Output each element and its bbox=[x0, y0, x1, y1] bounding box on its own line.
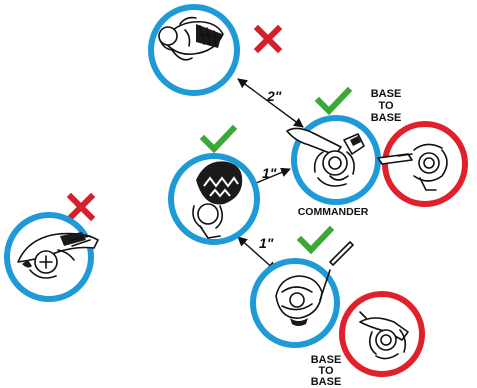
bottom-model bbox=[250, 241, 354, 348]
commander-label: COMMANDER bbox=[298, 206, 369, 218]
enemy-model-bottom-figure bbox=[359, 311, 409, 360]
far-left-model bbox=[4, 212, 99, 302]
enemy-model-right-figure bbox=[377, 143, 448, 191]
svg-text:BASE: BASE bbox=[311, 376, 342, 388]
check-icon bbox=[314, 86, 353, 116]
svg-text:BASE: BASE bbox=[311, 354, 342, 366]
svg-text:BASE: BASE bbox=[371, 88, 402, 100]
measure-label-top: 2" bbox=[266, 88, 282, 104]
svg-text:BASE: BASE bbox=[371, 112, 402, 124]
enemy-model-right bbox=[377, 121, 468, 207]
base-to-base-label-top: BASE TO BASE bbox=[371, 88, 402, 124]
bottom-model-figure bbox=[275, 241, 354, 326]
far-left-model-figure bbox=[17, 232, 99, 279]
check-icon bbox=[296, 225, 335, 255]
measure-label-lower: 1" bbox=[259, 235, 274, 251]
measure-line-top bbox=[237, 78, 304, 128]
check-icon bbox=[199, 124, 238, 154]
enemy-model-bottom bbox=[339, 291, 425, 377]
measure-line-lower bbox=[237, 236, 277, 272]
commander-model bbox=[286, 115, 381, 205]
cross-icon bbox=[66, 192, 96, 222]
base-to-base-label-bottom: BASE TO BASE bbox=[311, 354, 342, 388]
left-model-figure bbox=[192, 161, 243, 239]
top-model bbox=[148, 4, 240, 96]
svg-text:TO: TO bbox=[378, 100, 394, 112]
svg-text:TO: TO bbox=[318, 365, 334, 377]
commander-model-figure bbox=[286, 127, 365, 187]
left-model bbox=[168, 153, 260, 245]
top-model-figure bbox=[158, 16, 224, 61]
measure-label-middle: 1" bbox=[262, 165, 277, 181]
cross-icon bbox=[253, 24, 283, 54]
